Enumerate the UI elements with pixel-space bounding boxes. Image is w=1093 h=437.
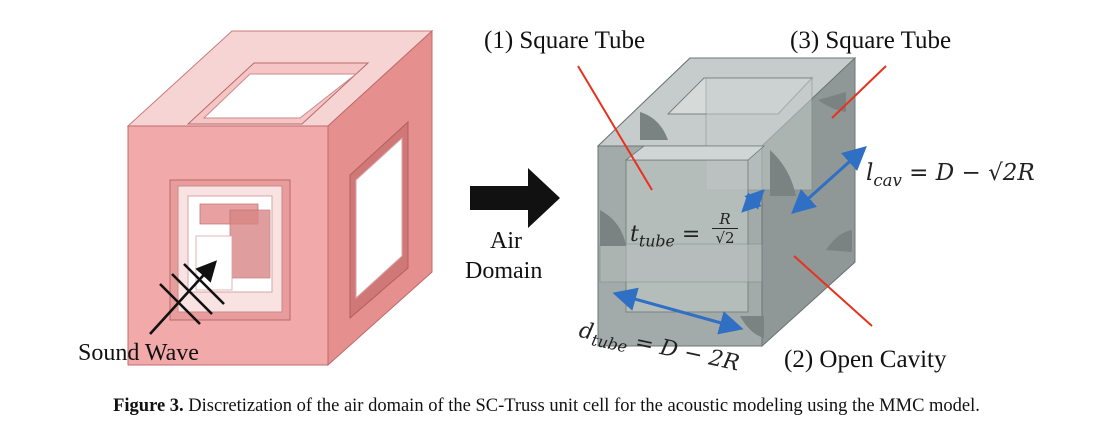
figure-number: Figure 3. [113,396,184,416]
leader-square-tube-1 [577,65,653,191]
l-cav-subscript: cav [873,170,902,190]
figure-caption: Figure 3. Discretization of the air doma… [0,396,1093,417]
truss-top-hole [202,73,358,119]
cavity-corner [770,150,796,196]
equation-t-tube-fraction: R √2 [712,210,738,247]
cavity-corner [640,112,668,140]
t-tube-equals: = [681,222,701,247]
truss-inner-strut [229,209,271,279]
label-square-tube-3: (3) Square Tube [790,27,952,54]
air-domain-cube [596,56,857,348]
label-domain: Domain [465,258,543,284]
dim-t-tube [741,189,765,213]
dim-l-cav [791,145,867,215]
t-tube-subscript: tube [638,231,675,251]
cavity-corner [826,230,852,252]
sc-truss-cube [126,29,434,367]
leader-open-cavity [793,255,873,327]
t-tube-numerator: R [712,210,738,229]
dim-d-tube [612,287,744,335]
t-tube-symbol: t [630,222,639,247]
air-square-tube-horizontal [599,243,763,283]
sound-wave-symbol [149,260,225,335]
equation-l-cav: lcav = D − √2R [866,160,1035,190]
label-square-tube-1: (1) Square Tube [484,27,646,54]
cavity-corner [740,316,764,338]
equation-t-tube: ttube = [630,222,700,251]
l-cav-symbol: l [866,160,874,186]
label-air: Air [490,228,522,254]
caption-text: Discretization of the air domain of the … [183,396,980,416]
leader-square-tube-3 [831,65,887,119]
air-square-tube-front-top [624,145,766,161]
l-cav-rhs: = D − √2R [909,160,1035,186]
cavity-corner [600,210,626,246]
cavity-corner [818,92,846,112]
label-open-cavity-2: (2) Open Cavity [784,346,947,373]
transform-arrow [470,168,560,228]
truss-side-hole [355,136,403,300]
label-sound-wave: Sound Wave [78,340,199,366]
t-tube-denominator: √2 [715,229,735,247]
